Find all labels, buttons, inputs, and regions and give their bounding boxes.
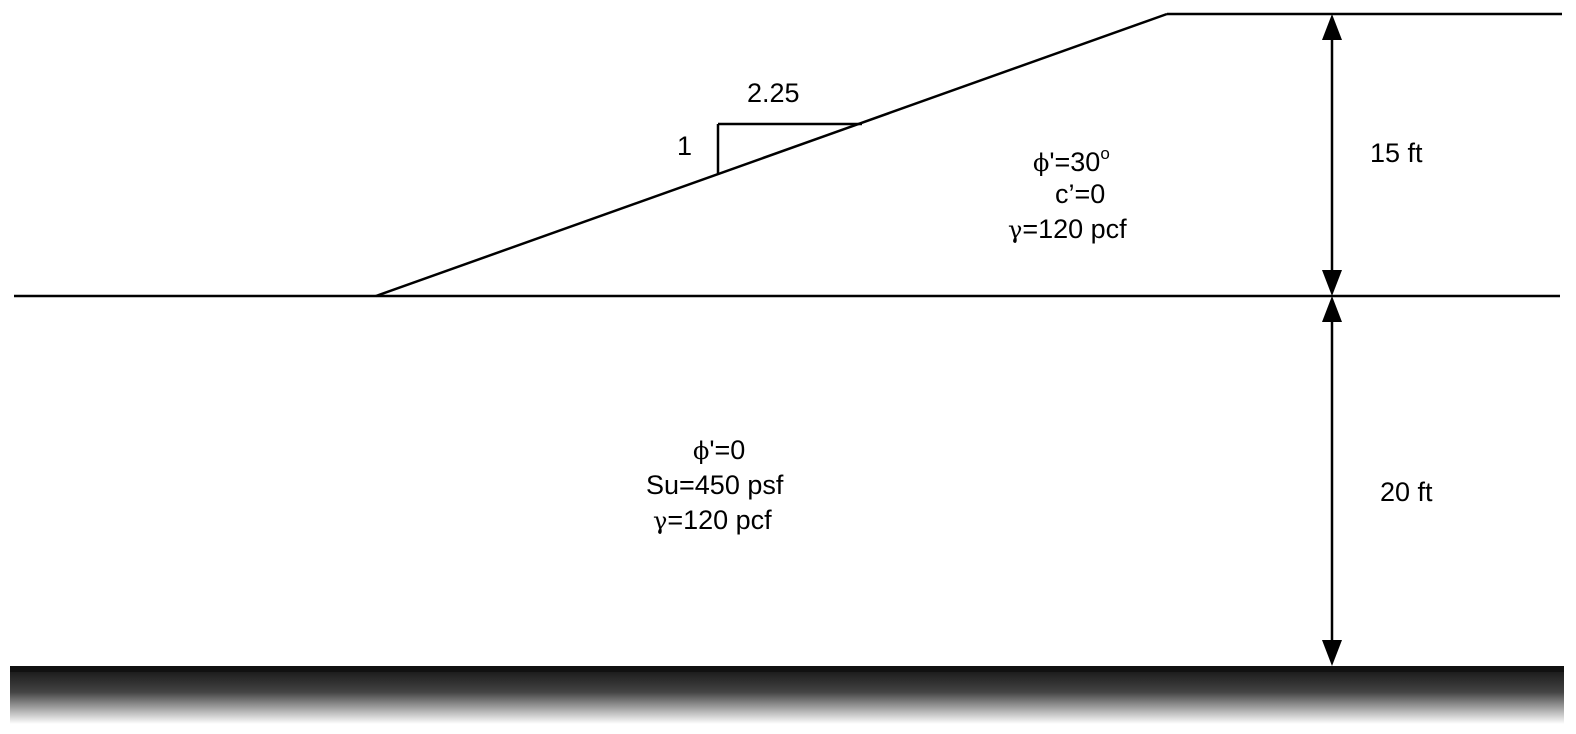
degree-mark: o (1100, 144, 1110, 163)
phi-symbol: ϕ (1033, 149, 1050, 177)
embankment-phi-value: '=30 (1049, 147, 1101, 177)
embankment-height-label: 15 ft (1370, 138, 1423, 168)
phi-symbol: ϕ (693, 437, 710, 465)
slope-ratio-horizontal-label: 2.25 (747, 78, 800, 108)
embankment-unit-weight: γ=120 pcf (1008, 216, 1127, 243)
embankment-friction-angle: ϕ'=30o (1033, 145, 1110, 176)
foundation-depth-label: 20 ft (1380, 477, 1433, 507)
bedrock-base (10, 666, 1564, 724)
embankment-height-arrowhead-bottom (1322, 270, 1342, 296)
embankment-gamma-value: =120 pcf (1022, 214, 1127, 244)
foundation-undrained-strength: Su=450 psf (646, 470, 784, 500)
embankment-height-arrowhead-top (1322, 14, 1342, 40)
foundation-friction-angle: ϕ'=0 (693, 437, 745, 464)
slope-ratio-vertical-label: 1 (677, 131, 693, 161)
embankment-cohesion: c’=0 (1055, 179, 1106, 209)
foundation-phi-value: '=0 (709, 435, 746, 465)
gamma-symbol: γ (1008, 216, 1023, 244)
embankment-slope-line (375, 12, 1168, 298)
foundation-gamma-value: =120 pcf (667, 505, 772, 535)
bedrock-top-edge (10, 666, 1564, 672)
gamma-symbol: γ (653, 507, 668, 535)
foundation-depth-arrowhead-bottom (1322, 640, 1342, 666)
foundation-unit-weight: γ=120 pcf (653, 507, 772, 534)
foundation-depth-arrowhead-top (1322, 296, 1342, 322)
